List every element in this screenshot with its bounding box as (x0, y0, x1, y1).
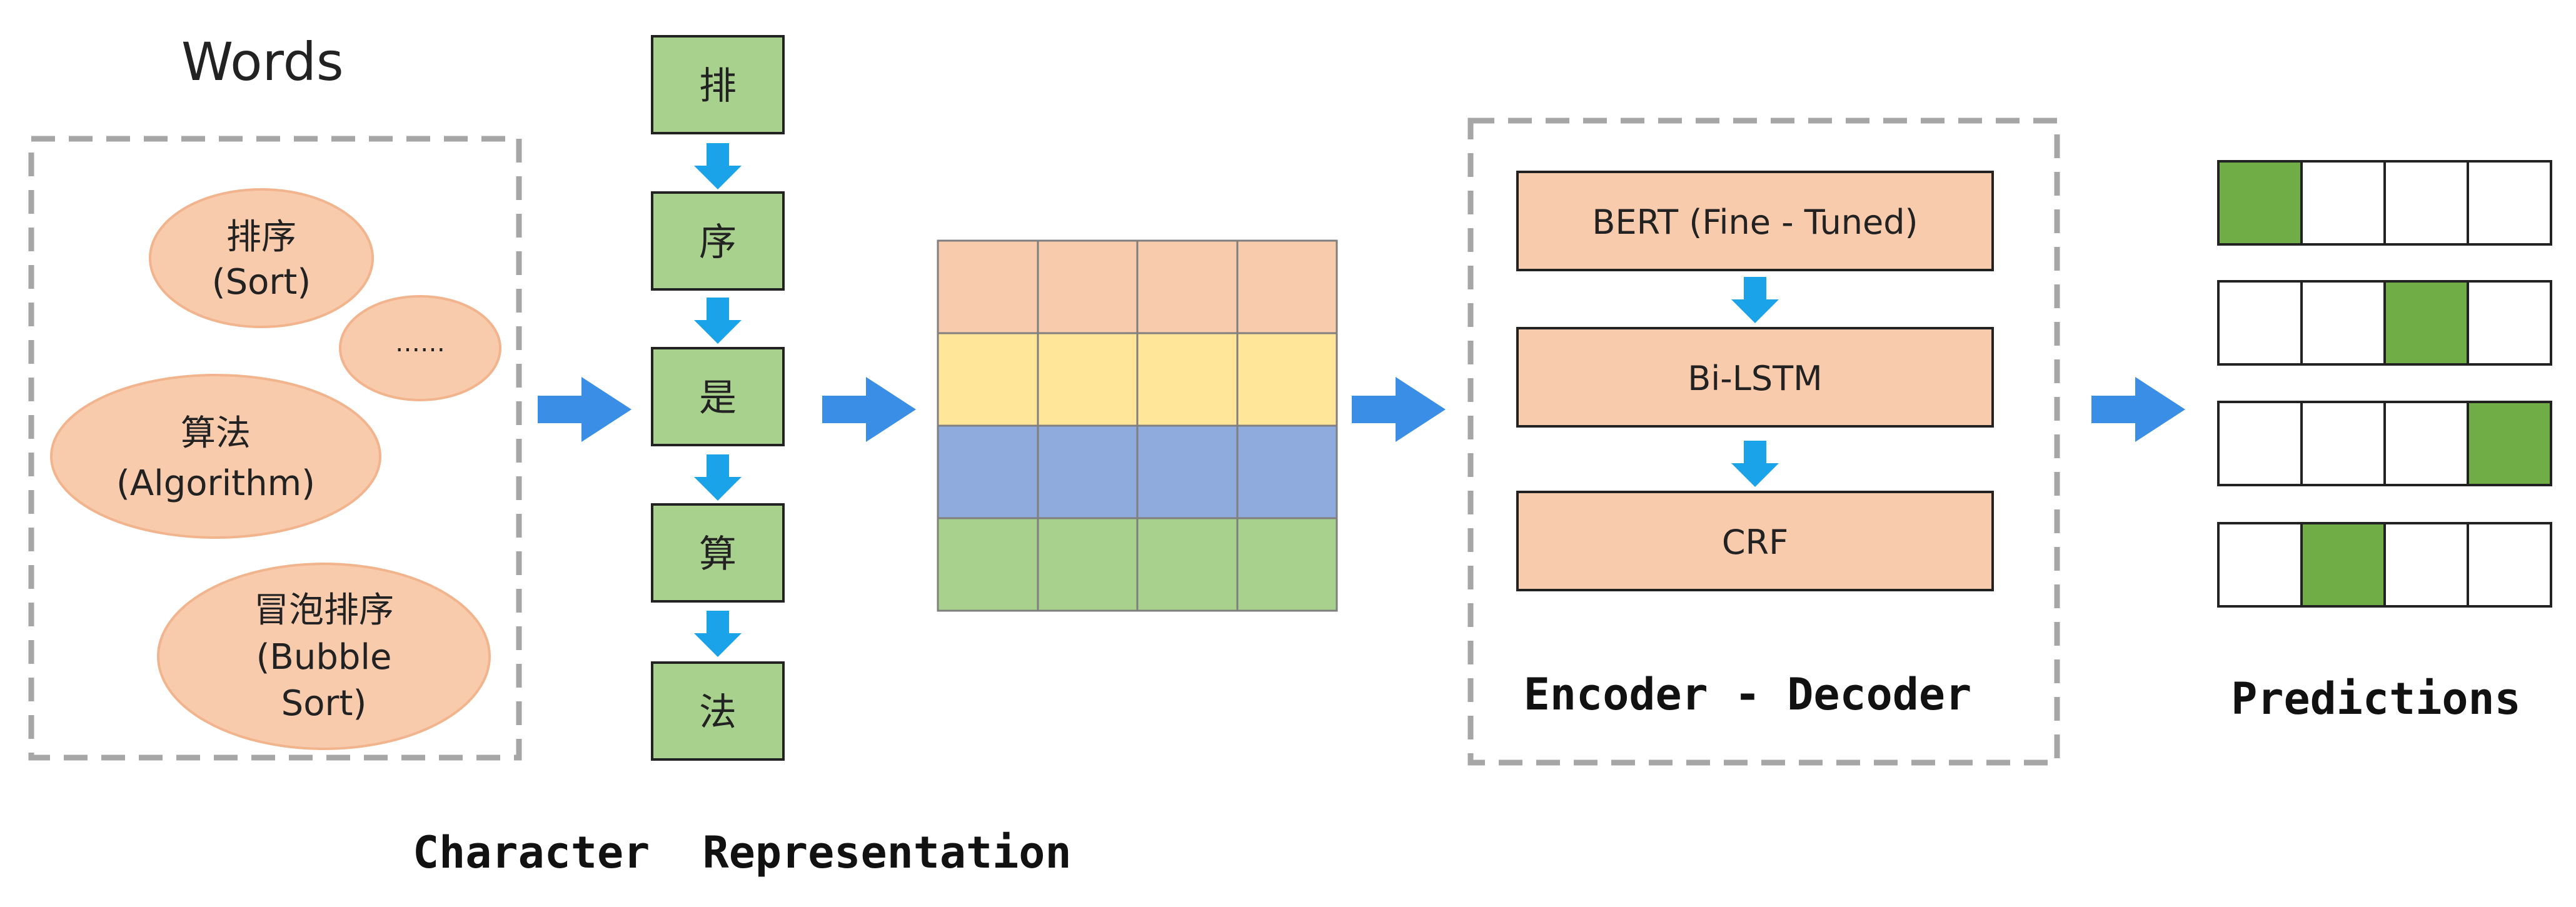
down-arrow-icon (1731, 441, 1779, 487)
flow-arrow-3 (1352, 377, 1446, 442)
word-ellipse-sort (149, 188, 374, 328)
prediction-cell-active (2217, 160, 2303, 246)
flow-arrow-2 (822, 377, 916, 442)
prediction-cell (2383, 160, 2469, 246)
encoder-decoder-panel: BERT (Fine - Tuned) Bi-LSTM CRF Encoder … (1467, 118, 2060, 766)
predictions-caption: Predictions (2231, 673, 2521, 724)
word-ellipsis: …… (395, 329, 445, 358)
layer-crf (1516, 491, 1994, 591)
word-ellipse-bubble-sort (157, 563, 491, 750)
embedding-grid (937, 239, 1338, 612)
word-bubble-en1: (Bubble (256, 637, 392, 678)
word-algorithm-zh: 算法 (181, 413, 251, 454)
prediction-cell (2300, 401, 2386, 486)
words-panel: Words 排序 (Sort) …… 算法 (Algorithm) 冒泡排序 (… (28, 31, 522, 761)
word-sort-en: (Sort) (212, 262, 311, 303)
char-box (651, 191, 785, 291)
prediction-grid (2217, 160, 2552, 608)
prediction-cell-active (2467, 401, 2552, 486)
char-label: 算 (699, 533, 737, 576)
encoder-decoder-caption: Encoder - Decoder (1524, 669, 1971, 720)
prediction-cell (2383, 522, 2469, 608)
prediction-row (2217, 160, 2552, 246)
char-box (651, 347, 785, 446)
words-title: Words (181, 31, 344, 93)
layer-crf-label: CRF (1722, 523, 1788, 562)
down-arrow-icon (694, 143, 742, 189)
prediction-row (2217, 522, 2552, 608)
word-ellipse-ellipsis (339, 295, 501, 401)
predictions-panel: Predictions (2217, 160, 2552, 724)
word-algorithm-en: (Algorithm) (116, 463, 315, 504)
words-dashed-box (28, 136, 522, 761)
layer-bilstm-label: Bi-LSTM (1688, 359, 1822, 398)
prediction-cell (2217, 522, 2303, 608)
word-bubble-zh: 冒泡排序 (254, 590, 394, 631)
encoder-dashed-box (1467, 118, 2060, 766)
down-arrow-icon (694, 298, 742, 344)
char-label: 序 (699, 221, 737, 264)
prediction-cell (2467, 280, 2552, 366)
prediction-cell (2467, 522, 2552, 608)
flow-arrow-1 (538, 377, 631, 442)
prediction-cell (2383, 401, 2469, 486)
char-box (651, 35, 785, 134)
prediction-row (2217, 280, 2552, 366)
down-arrow-icon (694, 611, 742, 657)
char-label: 是 (699, 376, 737, 420)
char-box (651, 661, 785, 761)
flow-arrow-4 (2091, 377, 2185, 442)
word-ellipse-algorithm (50, 374, 381, 539)
prediction-cell (2300, 280, 2386, 366)
prediction-cell (2217, 401, 2303, 486)
prediction-cell (2217, 280, 2303, 366)
char-label: 排 (699, 64, 737, 108)
layer-bilstm (1516, 327, 1994, 428)
character-column: 排 序 是 算 法 Character Representation (413, 35, 1072, 878)
word-bubble-en2: Sort) (281, 683, 367, 724)
down-arrow-icon (694, 454, 742, 501)
character-caption: Character Representation (413, 827, 1072, 878)
prediction-cell (2300, 160, 2386, 246)
char-label: 法 (699, 691, 737, 734)
layer-bert-label: BERT (Fine - Tuned) (1592, 203, 1918, 242)
embedding-gridlines (937, 239, 1338, 612)
prediction-cell-active (2383, 280, 2469, 366)
char-box (651, 503, 785, 603)
word-sort-zh: 排序 (226, 217, 296, 258)
prediction-cell-active (2300, 522, 2386, 608)
down-arrow-icon (1731, 277, 1779, 323)
layer-bert (1516, 171, 1994, 271)
prediction-row (2217, 401, 2552, 486)
prediction-cell (2467, 160, 2552, 246)
